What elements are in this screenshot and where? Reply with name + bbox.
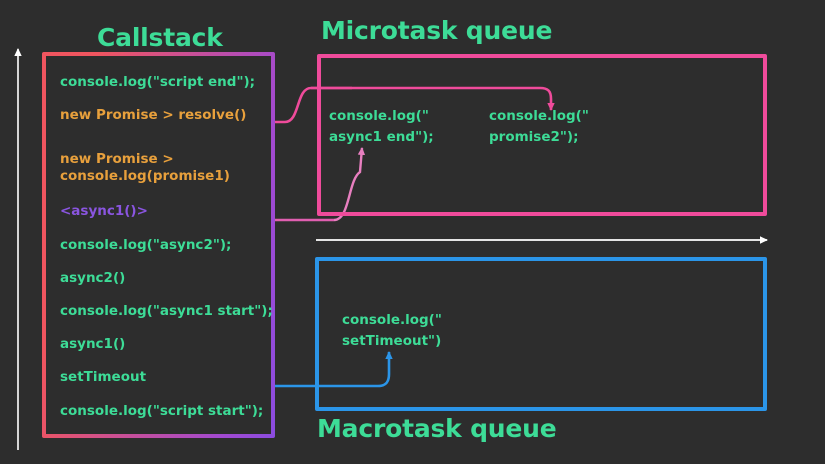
callstack-frames: console.log("script end"); new Promise >… bbox=[46, 56, 273, 434]
macrotask-queue-item: console.log(" setTimeout") bbox=[342, 312, 442, 349]
callstack-frame: console.log("async1 start"); bbox=[60, 303, 273, 319]
callstack-frame: new Promise > console.log(promise1) bbox=[60, 151, 230, 184]
microtask-queue-item: console.log(" promise2"); bbox=[489, 108, 589, 145]
microtask-queue-item: console.log(" async1 end"); bbox=[329, 108, 434, 145]
macrotask-queue-box bbox=[315, 257, 767, 411]
callstack-frame: console.log("script end"); bbox=[60, 74, 256, 90]
callstack-frame: <async1()> bbox=[60, 203, 148, 219]
callstack-frame: new Promise > resolve() bbox=[60, 107, 247, 123]
callstack-frame: console.log("async2"); bbox=[60, 237, 232, 253]
macrotask-queue-title: Macrotask queue bbox=[317, 414, 557, 443]
callstack-frame: setTimeout bbox=[60, 369, 147, 385]
callstack-frame: console.log("script start"); bbox=[60, 403, 264, 419]
callstack-frame: async1() bbox=[60, 336, 126, 352]
callstack-box: console.log("script end"); new Promise >… bbox=[42, 52, 275, 438]
callstack-frame: async2() bbox=[60, 270, 126, 286]
microtask-queue-title: Microtask queue bbox=[321, 16, 553, 45]
microtask-queue-box bbox=[317, 54, 767, 216]
callstack-title: Callstack bbox=[97, 23, 223, 52]
